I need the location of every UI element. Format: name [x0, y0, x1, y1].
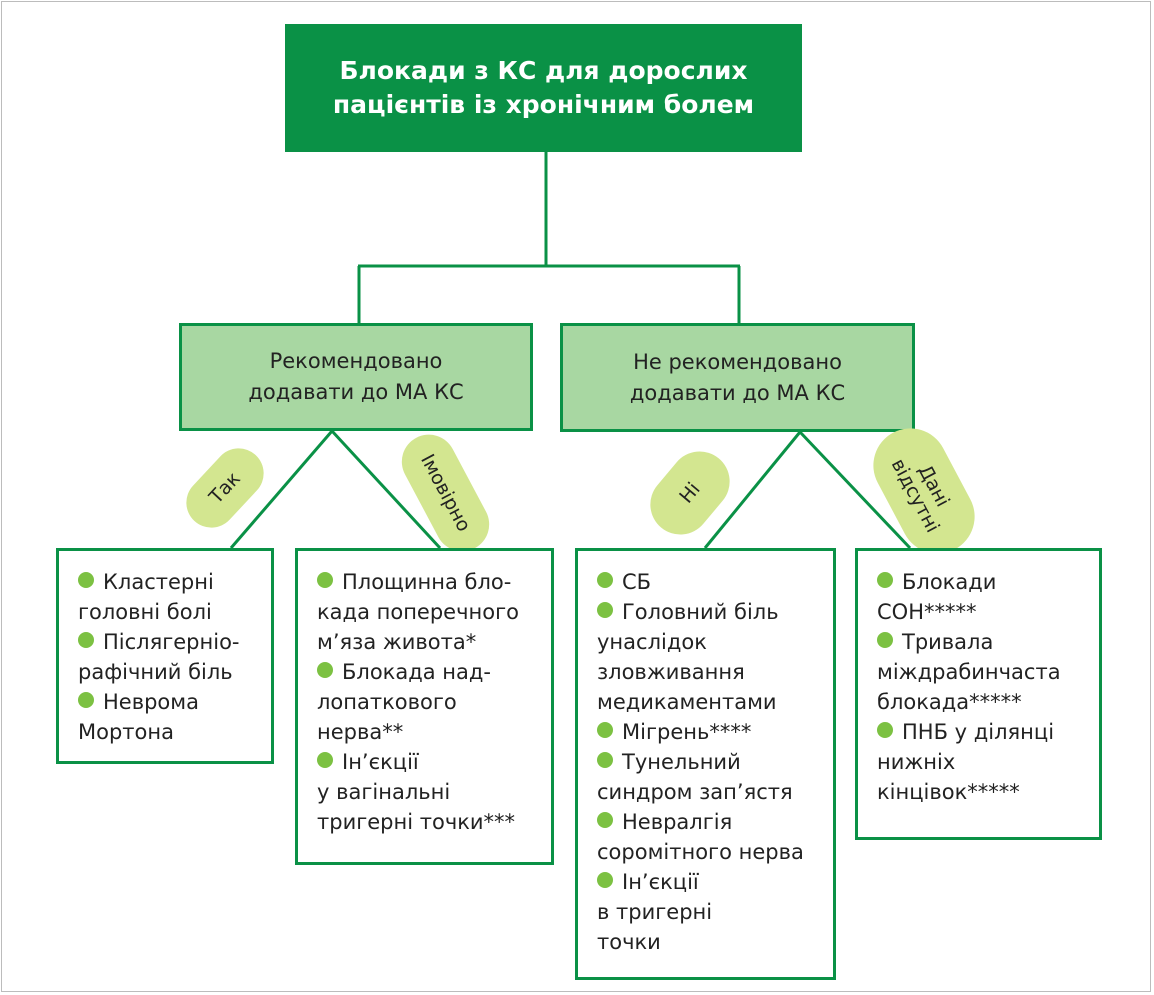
not-recommended-line1: Не рекомендовано [633, 349, 842, 374]
connector-to-probably [330, 429, 442, 550]
list-item-text: Післягерніо- рафічний біль [78, 630, 240, 684]
list-item-text: СБ [622, 570, 652, 594]
bullet-dot [317, 752, 333, 768]
list-item-text: Ін’єкції в тригерні точки [597, 870, 713, 954]
bullet-dot [597, 572, 613, 588]
connector-to-no-data [798, 430, 912, 550]
list-item-text: Блокади СОН***** [877, 570, 997, 624]
list-item: Мігрень**** [597, 717, 823, 747]
list-item: Блокада над- лопаткового нерва** [317, 657, 541, 747]
bullet-dot [597, 602, 613, 618]
recommended-node: Рекомендовано додавати до МА КС [179, 323, 533, 431]
bullet-dot [78, 692, 94, 708]
list-item-text: Ін’єкції у вагінальні тригерні точки*** [317, 750, 516, 834]
root-title-line1: Блокади з КС для дорослих [339, 56, 748, 85]
connector-to-yes [229, 430, 334, 549]
list-item-text: Мігрень**** [622, 720, 752, 744]
list-item-text: Кластерні головні болі [78, 570, 214, 624]
not-recommended-node: Не рекомендовано додавати до МА КС [560, 323, 915, 432]
bullet-dot [877, 572, 893, 588]
not-recommended-line2: додавати до МА КС [629, 380, 846, 405]
list-item: Тунельний синдром зап’ястя [597, 747, 823, 807]
label-no-text: Ні [674, 478, 705, 508]
recommended-line1: Рекомендовано [269, 349, 443, 373]
bullet-dot [597, 722, 613, 738]
connector-to-no [703, 431, 802, 549]
list-item: ПНБ у ділянці нижніх кінцівок***** [877, 717, 1089, 807]
bullet-dot [317, 662, 333, 678]
list-item-text: Невралгія соромітного нерва [597, 810, 804, 864]
leaf-probably: Площинна бло- када поперечного м’яза жив… [295, 548, 554, 865]
list-item-text: Головний біль унаслідок зловживання меди… [597, 600, 779, 714]
list-item: Неврома Мортона [78, 687, 261, 747]
list-item: Блокади СОН***** [877, 567, 1089, 627]
bullet-dot [597, 752, 613, 768]
list-item-text: Тривала міждрабинчаста блокада***** [877, 630, 1061, 714]
list-item-text: ПНБ у ділянці нижніх кінцівок***** [877, 720, 1055, 804]
list-item: Головний біль унаслідок зловживання меди… [597, 597, 823, 717]
bullet-dot [597, 812, 613, 828]
list-item-text: Площинна бло- када поперечного м’яза жив… [317, 570, 519, 654]
list-item: Площинна бло- када поперечного м’яза жив… [317, 567, 541, 657]
root-node: Блокади з КС для дорослих пацієнтів із х… [285, 24, 802, 152]
list-item: Тривала міждрабинчаста блокада***** [877, 627, 1089, 717]
leaf-yes: Кластерні головні болі Післягерніо- рафі… [56, 548, 274, 764]
bullet-dot [597, 872, 613, 888]
leaf-no: СБ Головний біль унаслідок зловживання м… [575, 548, 836, 980]
bullet-dot [317, 572, 333, 588]
list-item: Ін’єкції у вагінальні тригерні точки*** [317, 747, 541, 837]
bullet-dot [877, 632, 893, 648]
list-item: СБ [597, 567, 823, 597]
list-item: Невралгія соромітного нерва [597, 807, 823, 867]
list-item-text: Тунельний синдром зап’ястя [597, 750, 793, 804]
bullet-dot [78, 632, 94, 648]
list-item: Післягерніо- рафічний біль [78, 627, 261, 687]
label-yes-text: Так [204, 467, 245, 508]
list-item: Кластерні головні болі [78, 567, 261, 627]
leaf-no-data: Блокади СОН***** Тривала міждрабинчаста … [855, 548, 1102, 840]
bullet-dot [877, 722, 893, 738]
root-title-line2: пацієнтів із хронічним болем [332, 90, 755, 119]
list-item-text: Неврома Мортона [78, 690, 199, 744]
bullet-dot [78, 572, 94, 588]
list-item-text: Блокада над- лопаткового нерва** [317, 660, 491, 744]
list-item: Ін’єкції в тригерні точки [597, 867, 823, 957]
recommended-line2: додавати до МА КС [248, 380, 464, 404]
